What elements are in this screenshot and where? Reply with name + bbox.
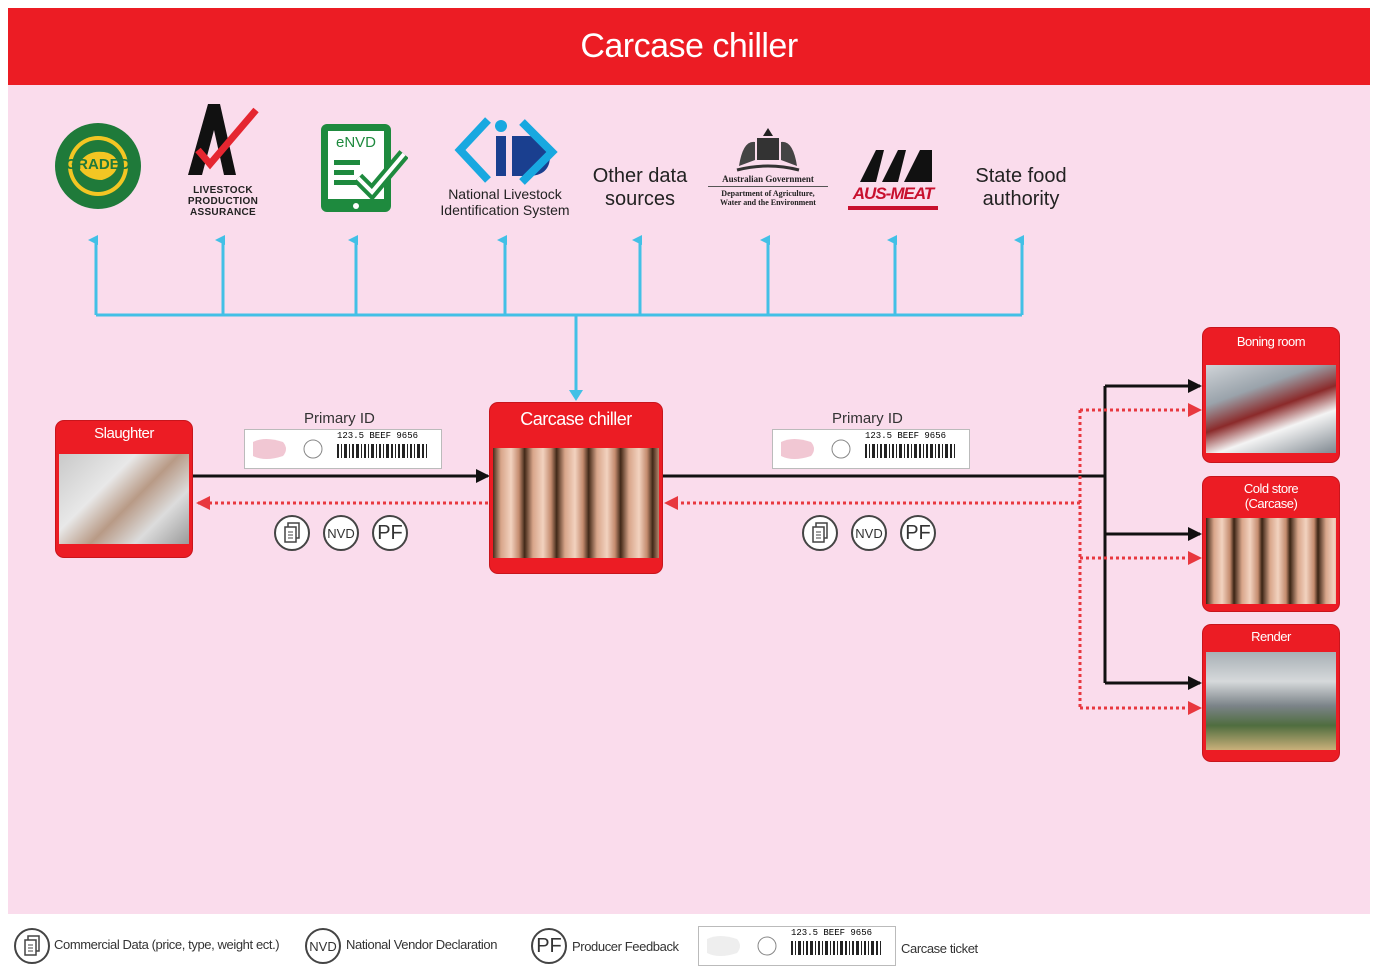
slaughter-photo: [59, 454, 189, 544]
coat-of-arms-icon: [736, 128, 800, 172]
lpa-line1: LIVESTOCK: [193, 185, 253, 196]
nlis-id-icon: [454, 117, 558, 185]
msa-graded-icon: [55, 123, 141, 209]
primary-id-label-left: Primary ID: [304, 410, 375, 427]
govt-line2: Department of Agriculture,: [721, 189, 815, 198]
carcase-chiller-photo: [493, 448, 659, 558]
legend-commercial-icon: [14, 928, 50, 964]
legend-ticket-label: Carcase ticket: [901, 941, 978, 956]
cold-store-photo: [1206, 518, 1336, 604]
envd-logo: eNVD: [318, 122, 409, 214]
lpa-line3: ASSURANCE: [189, 207, 257, 218]
lpa-check-icon: [188, 104, 259, 175]
lpa-logo: LIVESTOCK PRODUCTION ASSURANCE: [178, 100, 268, 230]
nlis-line2: Identification System: [440, 202, 570, 218]
other-line2: sources: [604, 188, 676, 210]
nvd-icon: NVD: [323, 515, 359, 551]
slaughter-node[interactable]: Slaughter: [56, 421, 192, 557]
carcase-ticket-left: 123.5 BEEF 9656: [244, 429, 442, 469]
commercial-data-icon: [274, 515, 310, 551]
legend-nvd-label: National Vendor Declaration: [346, 937, 498, 952]
msa-graded-text: GRADED: [65, 156, 131, 173]
boning-room-node[interactable]: Boning room: [1203, 328, 1339, 462]
page-title: Carcase chiller: [580, 27, 798, 65]
nlis-line1: National Livestock: [448, 186, 562, 202]
boning-room-photo: [1206, 365, 1336, 453]
lpa-line2: PRODUCTION: [187, 196, 259, 207]
state-food-authority: State food authority: [955, 165, 1087, 211]
carcase-chiller-title: Carcase chiller: [520, 409, 632, 429]
legend-ticket: 123.5 BEEF 9656: [698, 926, 896, 966]
other-line1: Other data: [592, 165, 688, 187]
nlis-logo: National Livestock Identification System: [430, 114, 580, 229]
commercial-data-icon: [802, 515, 838, 551]
govt-line1: Australian Government: [722, 174, 814, 184]
header-banner: Carcase chiller: [8, 8, 1370, 85]
ticket-barcode-icon: [253, 439, 427, 459]
slaughter-title: Slaughter: [94, 425, 154, 442]
render-photo: [1206, 652, 1336, 750]
render-title: Render: [1251, 629, 1291, 644]
aus-meat-logo: AUS-MEAT: [846, 146, 940, 216]
render-node[interactable]: Render: [1203, 625, 1339, 761]
legend-ticket-code: 123.5 BEEF 9656: [791, 928, 873, 938]
envd-device-icon: [321, 124, 409, 212]
legend-pf-label: Producer Feedback: [572, 939, 679, 954]
envd-text: eNVD: [335, 134, 376, 151]
nvd-icon: NVD: [851, 515, 887, 551]
state-line2: authority: [982, 188, 1060, 210]
boning-room-title: Boning room: [1236, 334, 1306, 349]
aus-meat-text: AUS-MEAT: [852, 184, 934, 203]
australian-government-logo: Australian Government Department of Agri…: [700, 126, 836, 220]
msa-graded-logo: GRADED: [54, 122, 142, 210]
ticket-code-right: 123.5 BEEF 9656: [865, 431, 947, 441]
carcase-chiller-node[interactable]: Carcase chiller: [490, 403, 662, 573]
cold-store-title-line2: (Carcase): [1244, 496, 1298, 511]
other-data-sources: Other data sources: [580, 165, 700, 211]
legend-nvd-icon: NVD: [305, 928, 341, 964]
legend-pf-icon: PF: [531, 928, 567, 964]
govt-line3: Water and the Environment: [720, 198, 816, 207]
pf-icon: PF: [372, 515, 408, 551]
cold-store-title-line1: Cold store: [1243, 481, 1299, 496]
ticket-barcode-icon: [781, 439, 955, 459]
ticket-barcode-icon: [707, 936, 881, 956]
pf-icon: PF: [900, 515, 936, 551]
state-line1: State food: [975, 165, 1067, 187]
aus-meat-icon: [848, 150, 938, 210]
carcase-ticket-right: 123.5 BEEF 9656: [772, 429, 970, 469]
ticket-code-left: 123.5 BEEF 9656: [337, 431, 419, 441]
legend-commercial-label: Commercial Data (price, type, weight ect…: [54, 937, 280, 952]
diagram-background: [8, 8, 1370, 914]
primary-id-label-right: Primary ID: [832, 410, 903, 427]
cold-store-node[interactable]: Cold store (Carcase): [1203, 477, 1339, 611]
